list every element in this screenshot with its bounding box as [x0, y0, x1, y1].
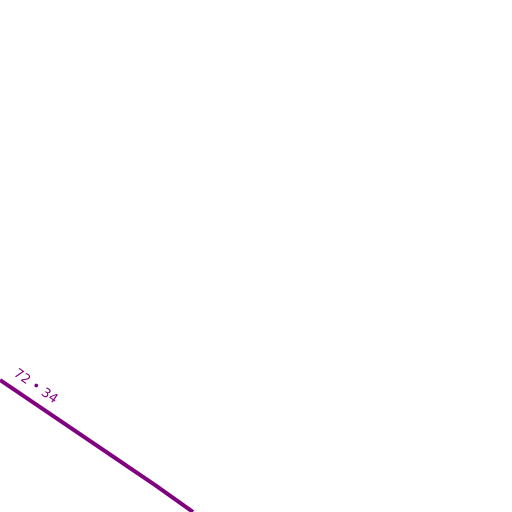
route-line[interactable] [0, 378, 195, 512]
